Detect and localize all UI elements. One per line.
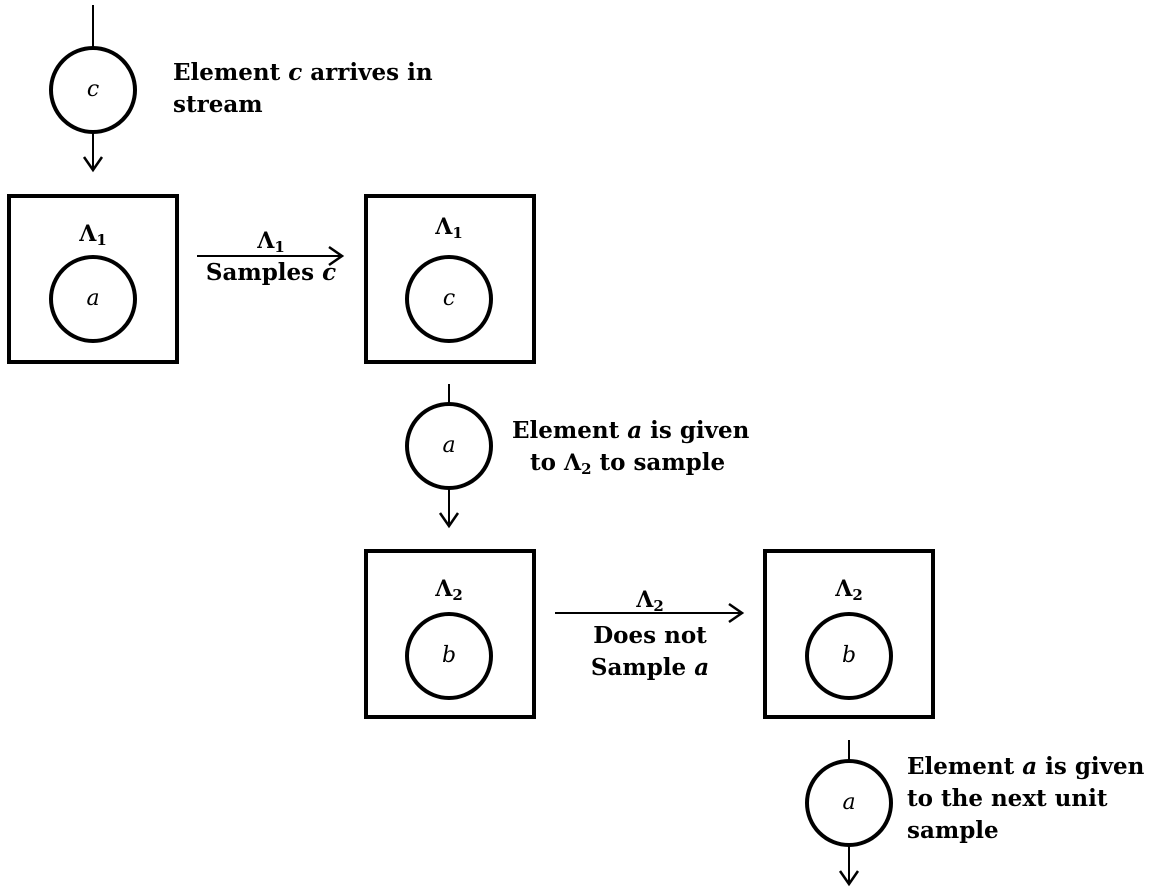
unit1-before-element: a: [86, 286, 100, 311]
stream-caption: Element c arrives in stream: [173, 59, 433, 118]
unit1-arrow-label: Λ1 Samples c: [205, 228, 337, 286]
unit2-after-element: b: [841, 643, 857, 668]
unit1-before-lambda: Λ1: [79, 221, 107, 249]
unit2-after-lambda: Λ2: [835, 576, 863, 604]
next-a-element: a: [842, 790, 856, 815]
unit1-after-element: c: [442, 286, 456, 311]
unit1-arrow-head: [328, 245, 345, 267]
unit1-before-circle: [49, 255, 137, 343]
unit2-before-circle: [405, 612, 493, 700]
unit2-arrow-head: [728, 602, 745, 624]
unit2-arrow-label: Λ2 Does not Sample a: [590, 587, 710, 681]
unit2-before-element: b: [441, 643, 457, 668]
unit2-after-circle: [805, 612, 893, 700]
unit1-after-circle: [405, 255, 493, 343]
unit1-after-lambda: Λ1: [435, 214, 463, 242]
unit2-before-lambda: Λ2: [435, 576, 463, 604]
pass-to-next-caption: Element a is given to the next unit samp…: [907, 753, 1145, 844]
pass-a-element: a: [442, 433, 456, 458]
arrow-c-down-head: [82, 156, 104, 173]
pass-to-unit2-caption: Element a is given to Λ2 to sample: [512, 417, 750, 478]
arrow-next-down-head: [838, 870, 860, 887]
arrow-a-down-head: [438, 512, 460, 529]
stream-element-label: c: [86, 77, 100, 102]
